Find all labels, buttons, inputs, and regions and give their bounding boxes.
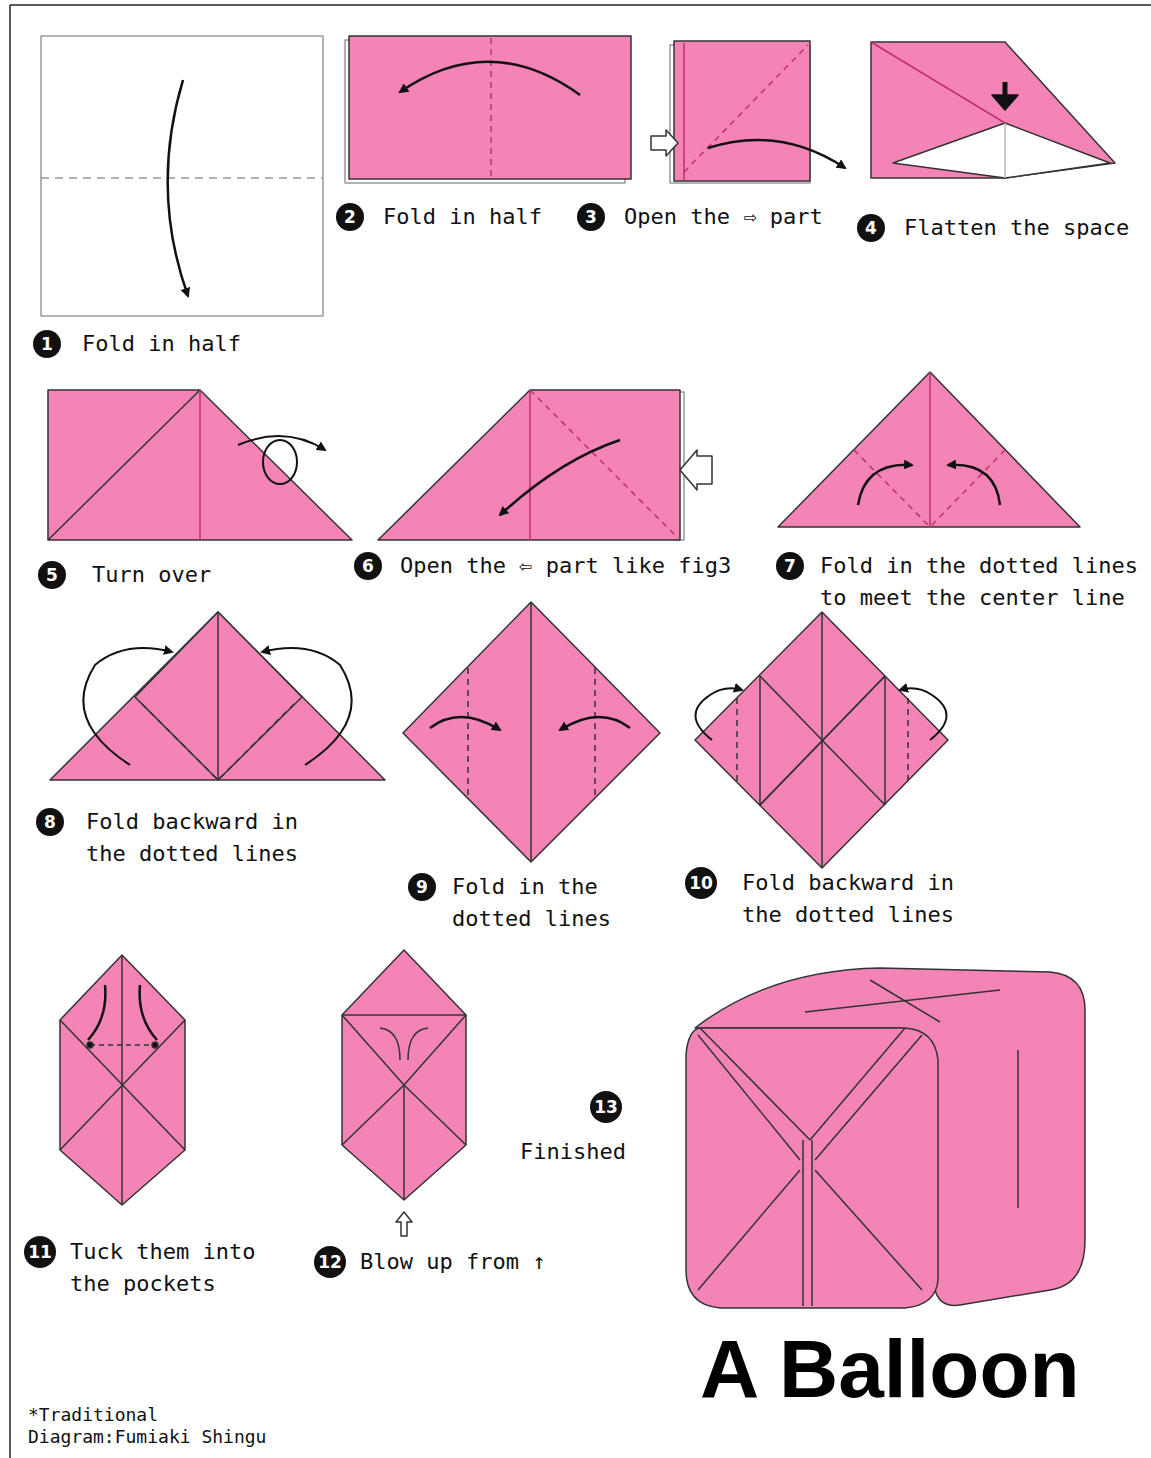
fig-4	[871, 42, 1115, 178]
fig-13	[686, 968, 1085, 1308]
step-number-circle: 10	[685, 867, 717, 899]
step-number: 2	[344, 209, 356, 226]
step-caption: Open the ⇨ part	[624, 201, 854, 233]
fig-12	[342, 950, 466, 1236]
step-number-circle: 3	[577, 203, 605, 231]
step-number: 6	[362, 558, 374, 575]
step-caption: Fold backward in the dotted lines	[742, 867, 972, 931]
step-caption: Fold in half	[82, 328, 322, 360]
step-number-circle: 12	[314, 1246, 346, 1278]
step-caption: Finished	[520, 1136, 670, 1168]
step-number-circle: 9	[408, 873, 436, 901]
step-number: 8	[44, 814, 56, 831]
fig-9	[403, 602, 660, 862]
step-caption: Fold in half	[383, 201, 603, 233]
step-number: 12	[318, 1254, 342, 1271]
fig-10	[695, 612, 948, 868]
step-number-circle: 6	[354, 552, 382, 580]
step-number-circle: 1	[33, 330, 61, 358]
step-caption: Turn over	[92, 559, 332, 591]
step-number-circle: 11	[24, 1236, 56, 1268]
step-number: 4	[865, 220, 877, 237]
fig-2	[345, 36, 631, 183]
step-number-circle: 7	[776, 552, 804, 580]
fig-6	[378, 390, 712, 540]
step-number: 3	[585, 209, 597, 226]
credit-note: *Traditional Diagram:Fumiaki Shingu	[28, 1404, 278, 1448]
step-number: 11	[28, 1244, 52, 1261]
step-caption: Flatten the space	[904, 212, 1144, 244]
fig-11	[60, 955, 185, 1205]
step-caption: Fold in the dotted lines to meet the cen…	[820, 550, 1151, 614]
fig-3	[651, 41, 845, 183]
fig-1	[41, 36, 323, 316]
step-number-circle: 2	[336, 203, 364, 231]
step-caption: Blow up from ↑	[360, 1246, 580, 1278]
step-number: 1	[41, 336, 53, 353]
fig-7	[778, 372, 1080, 527]
step-number-circle: 8	[36, 808, 64, 836]
step-number: 9	[416, 879, 428, 896]
fig-8	[50, 612, 385, 780]
step-caption: Open the ⇦ part like fig3	[400, 550, 770, 582]
step-number: 5	[46, 567, 58, 584]
step-number: 10	[689, 875, 713, 892]
step-number: 7	[784, 558, 796, 575]
frame	[10, 5, 1151, 1458]
step-number-circle: 4	[857, 214, 885, 242]
step-number: 13	[594, 1099, 618, 1116]
fig-5	[48, 390, 352, 540]
step-caption: Tuck them into the pockets	[70, 1236, 270, 1300]
step-number-circle: 5	[38, 561, 66, 589]
diagram-title: A Balloon	[700, 1328, 1080, 1410]
step-caption: Fold backward in the dotted lines	[86, 806, 316, 870]
step-caption: Fold in the dotted lines	[452, 871, 622, 935]
step-number-circle: 13	[590, 1091, 622, 1123]
